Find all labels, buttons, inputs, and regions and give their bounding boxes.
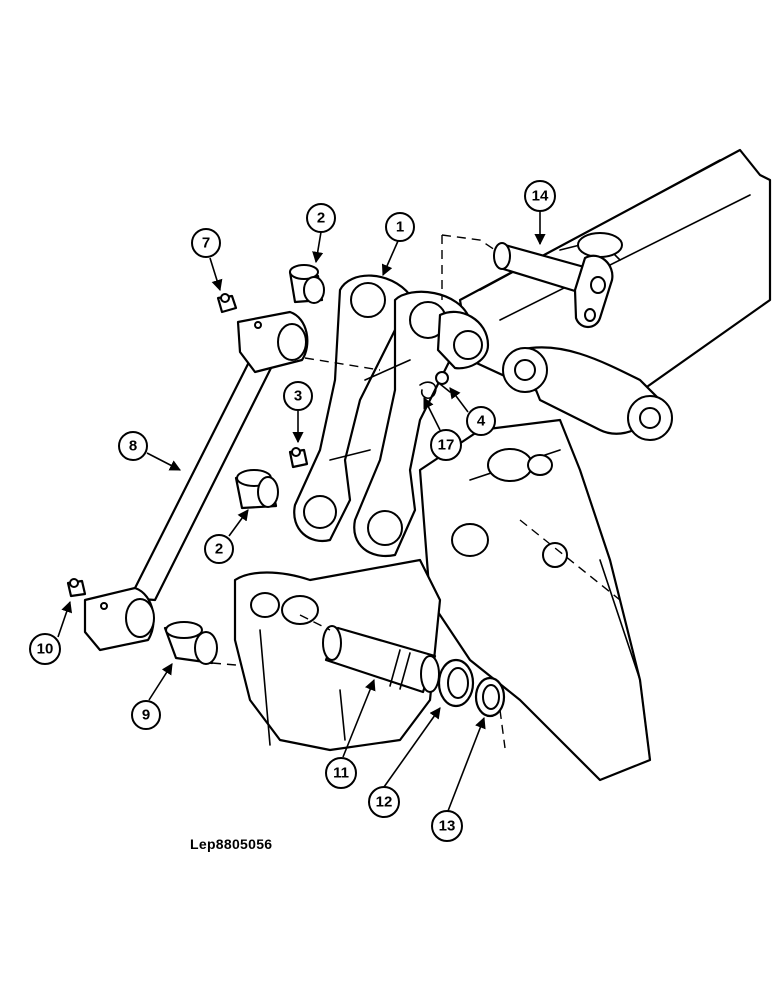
callout-7-label: 7 (202, 235, 210, 252)
callout-2-lower: 2 (204, 534, 234, 564)
pin-alignment-line (441, 234, 496, 251)
circlip-13 (474, 676, 506, 718)
main-pin (322, 625, 440, 694)
fitting-4 (435, 371, 451, 393)
callout-7: 7 (191, 228, 221, 258)
callout-10: 10 (29, 633, 61, 665)
callout-14: 14 (524, 180, 556, 212)
callout-13: 13 (431, 810, 463, 842)
grease-nipple-3 (288, 447, 309, 469)
callout-10-label: 10 (37, 641, 54, 658)
callout-1-label: 1 (396, 219, 404, 236)
rod-alignment-line (304, 357, 381, 371)
callout-2-lower-label: 2 (215, 541, 223, 558)
callout-2-upper-label: 2 (317, 210, 325, 227)
clip-17 (419, 381, 437, 399)
callout-3: 3 (283, 381, 313, 411)
callout-11-label: 11 (333, 765, 349, 782)
callout-13-label: 13 (439, 818, 456, 835)
callout-4-label: 4 (477, 413, 486, 430)
callout-9: 9 (131, 700, 161, 730)
callout-17-label: 17 (438, 437, 455, 454)
callout-3-label: 3 (294, 388, 302, 405)
boom-arm-assembly (458, 148, 772, 441)
circlip-alignment-line (499, 709, 506, 749)
callout-17: 17 (430, 429, 462, 461)
drawing-reference-code: Lep8805056 (190, 836, 273, 852)
loader-frame (233, 418, 652, 782)
callout-12-label: 12 (376, 794, 393, 811)
pin-with-plate (493, 242, 614, 329)
bushing-alignment-line (211, 662, 237, 666)
grease-nipple-10 (66, 578, 87, 598)
callout-9-label: 9 (142, 707, 150, 724)
bushing-rod-end (163, 621, 218, 665)
callout-11: 11 (325, 757, 357, 789)
callout-2-upper: 2 (306, 203, 336, 233)
callout-8: 8 (118, 431, 148, 461)
callout-1: 1 (385, 212, 415, 242)
bushing-lower (234, 469, 279, 510)
grease-nipple-7 (216, 293, 238, 314)
callout-4: 4 (466, 406, 496, 436)
link-rod (83, 310, 309, 652)
callout-12: 12 (368, 786, 400, 818)
link-plate-pair (293, 274, 490, 558)
callout-14-label: 14 (532, 188, 549, 205)
leader-lines (57, 211, 546, 812)
main-pin-alignment-line (299, 614, 331, 631)
callout-8-label: 8 (129, 438, 137, 455)
washer-12 (437, 658, 475, 708)
bushing-upper (288, 264, 325, 304)
